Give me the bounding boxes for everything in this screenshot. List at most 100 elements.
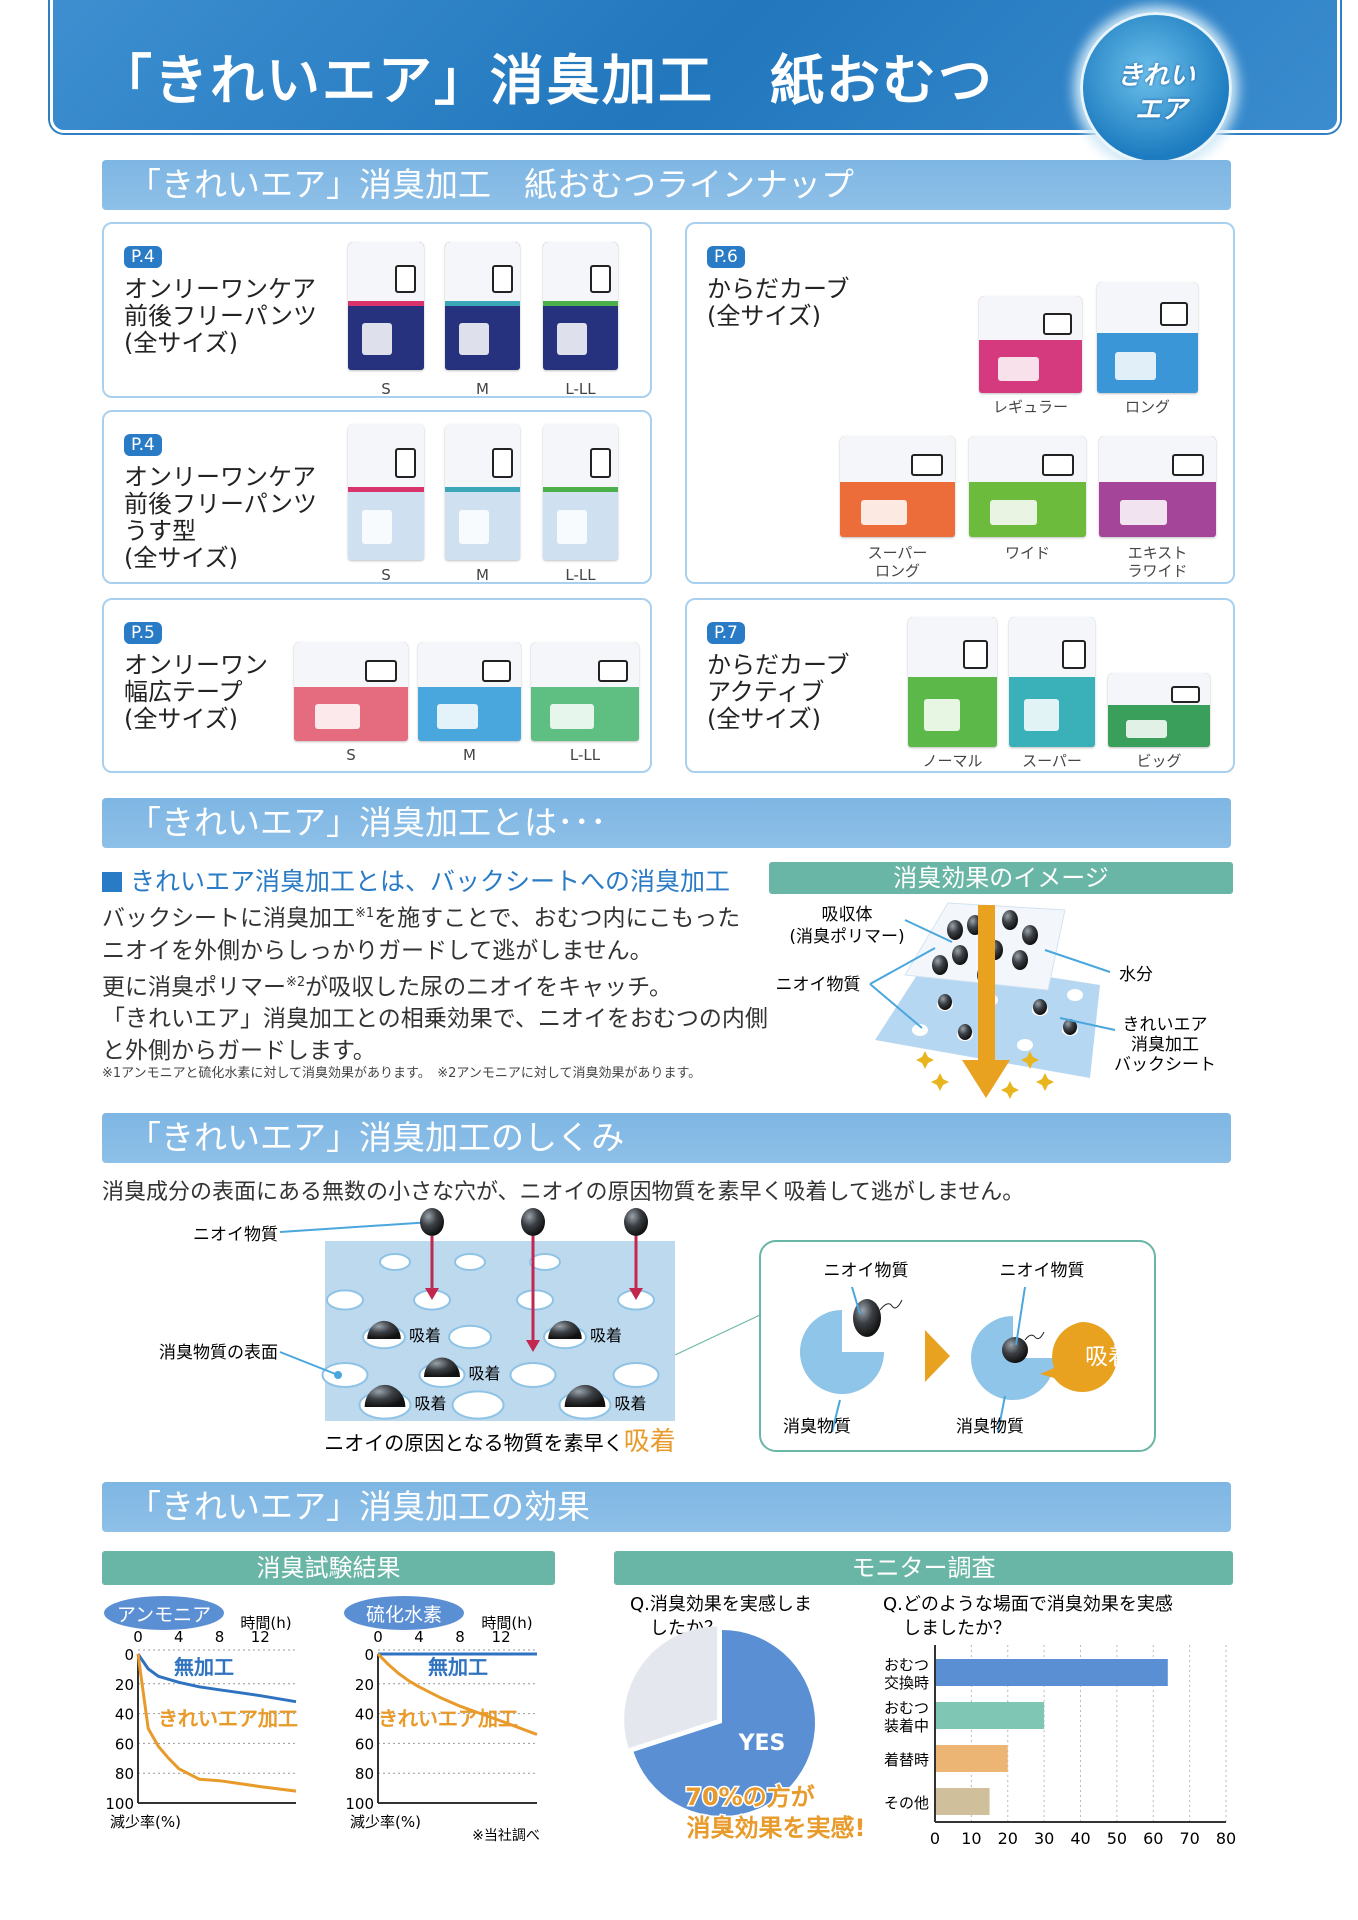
bar — [935, 1745, 1008, 1772]
y-tick-label: 100 — [105, 1795, 134, 1813]
section-heading-effect: 「きれいエア」消臭加工の効果 — [102, 1482, 1231, 1532]
category-label: 装着中 — [884, 1717, 929, 1735]
page-badge: P.7 — [707, 622, 745, 644]
package-label — [963, 640, 989, 669]
body-text: を施すことで、おむつ内にこもった — [374, 905, 741, 932]
about-subheading-text: きれいエア消臭加工とは、バックシートへの消臭加工 — [130, 867, 731, 896]
arrow-head-icon — [629, 1288, 643, 1300]
odor-ball-adsorbed — [1002, 1337, 1028, 1363]
sparkle-icon — [931, 1073, 949, 1091]
product-name-line: アクティブ — [707, 678, 825, 706]
package-label — [589, 265, 611, 294]
x-tick-label: 10 — [961, 1829, 981, 1848]
product-package-image — [294, 642, 408, 741]
package-window — [314, 704, 361, 730]
surface-hole — [529, 1253, 561, 1271]
product-name: オンリーワン幅広テープ(全サイズ) — [124, 652, 268, 733]
zoom-connector — [674, 1314, 761, 1356]
arrow-head-icon — [425, 1288, 439, 1300]
x-tick-label: 40 — [1070, 1829, 1090, 1848]
product-size-label: S — [346, 746, 356, 764]
package-window — [1024, 698, 1059, 732]
surface-hole — [321, 1362, 369, 1388]
product-size-label: ロング — [1124, 398, 1170, 416]
series-label: きれいエア加工 — [158, 1707, 298, 1731]
adsorbed-odor-ball — [367, 1320, 401, 1339]
page-badge: P.4 — [124, 246, 162, 268]
package-window — [924, 698, 960, 732]
surface-hole — [451, 1390, 505, 1420]
package-window — [1115, 351, 1156, 380]
product-package-image — [1097, 282, 1198, 393]
category-label: その他 — [884, 1794, 929, 1812]
surface-hole — [379, 1253, 411, 1271]
surface-hole — [516, 1289, 554, 1311]
label-sheet-1: きれいエア — [1123, 1015, 1208, 1035]
odor-ball — [932, 955, 948, 975]
package-label — [1042, 313, 1072, 335]
page-badge: P.5 — [124, 622, 162, 644]
adsorb-label: 吸着 — [615, 1394, 647, 1413]
bar-question: Q.どのような場面で消臭効果を実感 しましたか？ — [883, 1594, 1173, 1639]
category-label: おむつ — [884, 1656, 929, 1674]
product-name-line: オンリーワン — [124, 651, 268, 679]
label-odor-substance: ニオイ物質 — [193, 1225, 278, 1245]
x-tick-label: 12 — [492, 1628, 511, 1646]
product-size-label: L-LL — [565, 380, 596, 398]
monitor-survey-title: モニター調査 — [614, 1551, 1233, 1585]
y-tick-label: 80 — [355, 1765, 374, 1783]
package-label — [481, 659, 511, 682]
body-text: 「きれいエア」消臭加工との相乗効果で、ニオイをおむつの内側 — [102, 1006, 768, 1033]
package-window — [997, 357, 1039, 382]
product-name-line: (全サイズ) — [707, 302, 822, 330]
bar — [935, 1788, 990, 1815]
series-line — [136, 1653, 297, 1704]
y-tick-label: 0 — [364, 1646, 374, 1664]
series-label: きれいエア加工 — [378, 1707, 518, 1731]
product-package-image — [348, 424, 424, 560]
package-label — [1171, 686, 1200, 703]
surface-hole — [454, 1253, 486, 1271]
product-name: オンリーワンケア前後フリーパンツ(全サイズ) — [124, 276, 317, 357]
zoom-label-deodorant-2: 消臭物質 — [956, 1417, 1024, 1437]
x-tick-label: 70 — [1179, 1829, 1199, 1848]
odor-ball — [1022, 925, 1038, 945]
label-surface: 消臭物質の表面 — [159, 1343, 278, 1363]
y-tick-label: 40 — [115, 1706, 134, 1724]
y-tick-label: 0 — [124, 1646, 134, 1664]
package-window — [361, 509, 393, 544]
product-name-line: オンリーワンケア — [124, 275, 316, 303]
source-note: ※当社調べ — [472, 1828, 540, 1844]
product-name-line: うす型 — [124, 517, 196, 545]
package-window — [1126, 719, 1168, 739]
category-label: 交換時 — [884, 1674, 929, 1692]
x-tick-label: 8 — [215, 1628, 225, 1646]
deodorizing-image-diagram: 吸収体 (消臭ポリマー) ニオイ物質 水分 きれいエア 消臭加工 バックシート — [776, 902, 1216, 1099]
deodorant-pacman-1 — [800, 1310, 884, 1394]
adsorbed-odor-ball — [364, 1384, 406, 1407]
x-tick-label: 4 — [414, 1628, 424, 1646]
product-name-line: (全サイズ) — [124, 705, 239, 733]
product-size-label: スーパー ロング — [867, 544, 928, 580]
adsorb-label: 吸着 — [469, 1364, 501, 1383]
product-package-image — [445, 424, 520, 560]
category-label: 着替時 — [884, 1751, 929, 1769]
odor-ball — [521, 1208, 545, 1236]
product-size-label: ビッグ — [1136, 752, 1182, 770]
arrow-right-icon — [925, 1330, 950, 1382]
product-package-image — [979, 296, 1082, 393]
chart-title-pill — [344, 1596, 464, 1630]
package-window — [361, 322, 393, 355]
package-label — [1171, 454, 1205, 477]
adsorb-callout — [1040, 1322, 1117, 1392]
package-window — [860, 499, 907, 525]
category-label: おむつ — [884, 1699, 929, 1717]
pie-yes-label: YES — [738, 1731, 786, 1756]
x-axis-label: 時間(h) — [481, 1614, 532, 1632]
sparkle-icon — [916, 1051, 934, 1069]
product-package-image — [531, 642, 639, 741]
package-window — [1120, 499, 1167, 525]
